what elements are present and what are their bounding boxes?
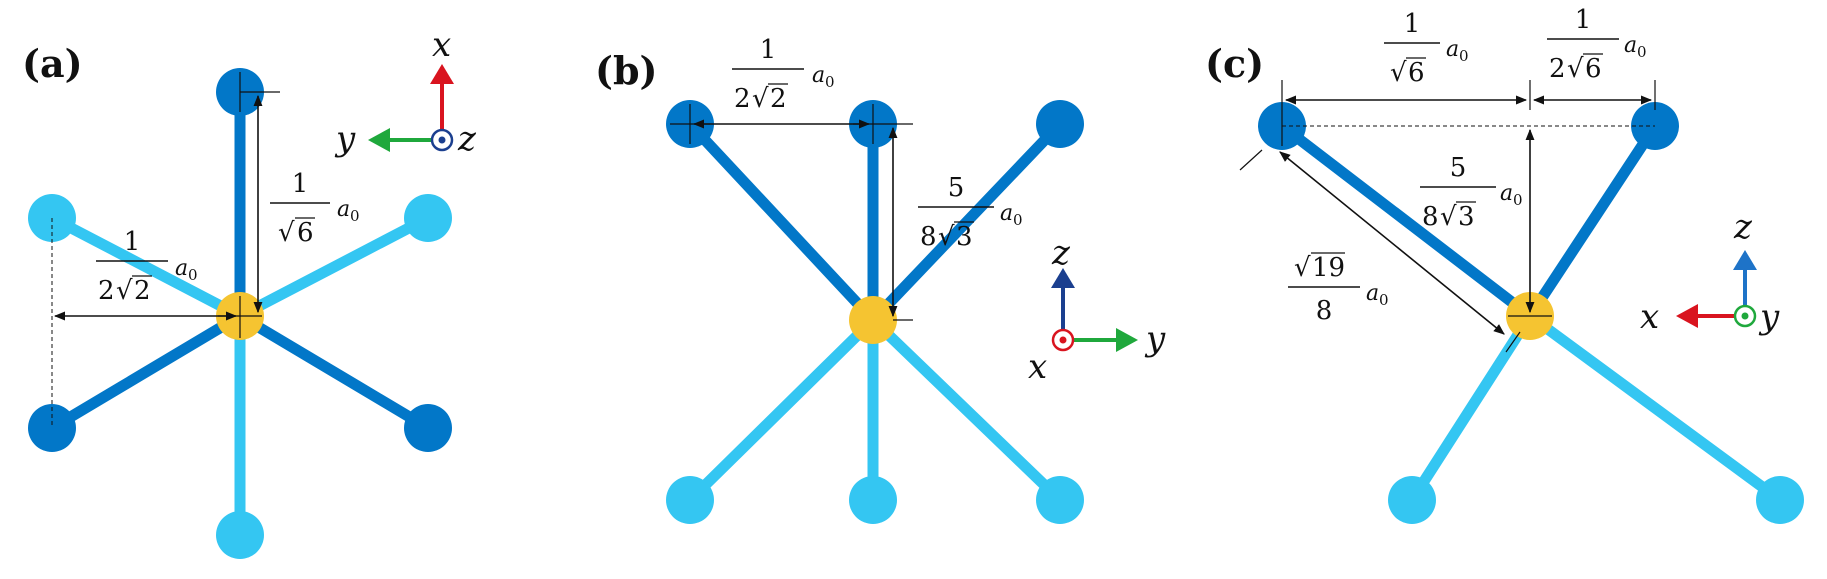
atom-light <box>1388 476 1436 524</box>
svg-text:1: 1 <box>1575 5 1592 35</box>
svg-text:0: 0 <box>1637 43 1647 61</box>
svg-text:8: 8 <box>1316 296 1333 326</box>
label-a-vertical: 1 √ 6 a 0 <box>270 169 360 248</box>
bond <box>234 310 434 434</box>
svg-text:8: 8 <box>1422 202 1439 232</box>
label-b-horizontal: 1 2 √ 2 a 0 <box>732 35 835 114</box>
svg-text:√: √ <box>1294 253 1311 283</box>
label-a-horizontal: 1 2 √ 2 a 0 <box>96 227 198 306</box>
atom-center <box>849 296 897 344</box>
svg-text:√: √ <box>116 276 133 306</box>
y-axis-arrow <box>1116 328 1138 352</box>
label-b-vertical: 5 8 √ 3 a 0 <box>918 173 1023 252</box>
atom-light <box>849 476 897 524</box>
axis-label-x: x <box>432 25 451 65</box>
svg-text:a: a <box>1624 33 1637 58</box>
axis-label-y: y <box>1758 297 1780 337</box>
atom-light <box>404 194 452 242</box>
axes-triad-a: x y z <box>334 25 477 159</box>
svg-text:2: 2 <box>770 84 787 114</box>
z-axis-arrow <box>1051 268 1075 288</box>
axes-triad-b: z y x <box>1028 233 1166 387</box>
svg-text:5: 5 <box>1450 153 1467 183</box>
x-axis-arrow <box>1676 304 1698 328</box>
axis-label-x: x <box>1640 297 1659 337</box>
svg-text:6: 6 <box>1585 54 1602 84</box>
svg-text:√: √ <box>1390 58 1407 88</box>
svg-text:1: 1 <box>1404 9 1421 39</box>
atom-light <box>1756 476 1804 524</box>
svg-text:0: 0 <box>350 207 360 225</box>
svg-text:a: a <box>1446 37 1459 62</box>
svg-text:√: √ <box>278 218 295 248</box>
svg-text:0: 0 <box>1459 47 1469 65</box>
svg-text:√: √ <box>1440 202 1457 232</box>
svg-text:a: a <box>1000 201 1013 226</box>
svg-text:5: 5 <box>948 173 965 203</box>
svg-text:3: 3 <box>1458 202 1475 232</box>
svg-text:a: a <box>1500 181 1513 206</box>
svg-text:a: a <box>1366 281 1379 306</box>
axis-label-z: z <box>457 119 477 159</box>
atom-light <box>1036 476 1084 524</box>
bond <box>46 310 246 434</box>
svg-text:2: 2 <box>134 276 151 306</box>
svg-text:19: 19 <box>1312 253 1345 283</box>
svg-text:2: 2 <box>1549 54 1566 84</box>
svg-text:√: √ <box>1567 54 1584 84</box>
axis-label-z: z <box>1051 233 1071 273</box>
axis-label-x: x <box>1028 347 1047 387</box>
svg-text:a: a <box>337 197 350 222</box>
atom-light <box>216 511 264 559</box>
svg-text:√: √ <box>938 222 955 252</box>
svg-text:6: 6 <box>1408 58 1425 88</box>
atom-dark <box>1036 100 1084 148</box>
svg-text:1: 1 <box>292 169 309 199</box>
label-c-vertical: 5 8 √ 3 a 0 <box>1420 153 1523 232</box>
axis-label-z: z <box>1733 207 1753 247</box>
svg-text:8: 8 <box>920 222 937 252</box>
axes-triad-c: z x y <box>1640 207 1780 337</box>
svg-text:√: √ <box>752 84 769 114</box>
panel-c-crosshairs <box>1239 80 1656 353</box>
dim-arrow-diagonal <box>1279 151 1505 335</box>
svg-text:0: 0 <box>1013 211 1023 229</box>
svg-text:a: a <box>175 256 188 281</box>
svg-text:6: 6 <box>297 218 314 248</box>
panel-a-bonds <box>46 86 434 541</box>
atom-dark <box>28 404 76 452</box>
axis-label-y: y <box>334 119 356 159</box>
panel-a: (a) 1 2 √ <box>22 25 477 559</box>
panel-a-label: (a) <box>22 41 83 86</box>
svg-text:a: a <box>812 63 825 88</box>
bond <box>46 212 246 322</box>
svg-text:1: 1 <box>760 35 777 65</box>
y-axis-arrow <box>368 128 390 152</box>
label-c-top-right: 1 2 √ 6 a 0 <box>1547 5 1647 84</box>
x-axis-arrow <box>430 64 454 84</box>
panel-c: (c) 1 √ 6 <box>1205 5 1804 524</box>
label-c-diagonal: √ 19 8 a 0 <box>1288 252 1389 326</box>
atom-dark <box>404 404 452 452</box>
bond <box>234 212 434 322</box>
z-axis-arrow <box>1733 250 1757 270</box>
svg-text:0: 0 <box>188 266 198 284</box>
axis-label-y: y <box>1144 319 1166 359</box>
panel-c-label: (c) <box>1205 41 1264 86</box>
svg-text:0: 0 <box>825 73 835 91</box>
panel-b-label: (b) <box>595 48 658 93</box>
svg-text:0: 0 <box>1379 291 1389 309</box>
svg-text:2: 2 <box>98 276 115 306</box>
svg-text:3: 3 <box>956 222 973 252</box>
atom-light <box>666 476 714 524</box>
svg-text:1: 1 <box>124 227 141 257</box>
panel-b: (b) 1 2 √ 2 a <box>595 35 1166 524</box>
svg-text:2: 2 <box>734 84 751 114</box>
label-c-top-left: 1 √ 6 a 0 <box>1384 9 1469 88</box>
svg-text:0: 0 <box>1513 191 1523 209</box>
